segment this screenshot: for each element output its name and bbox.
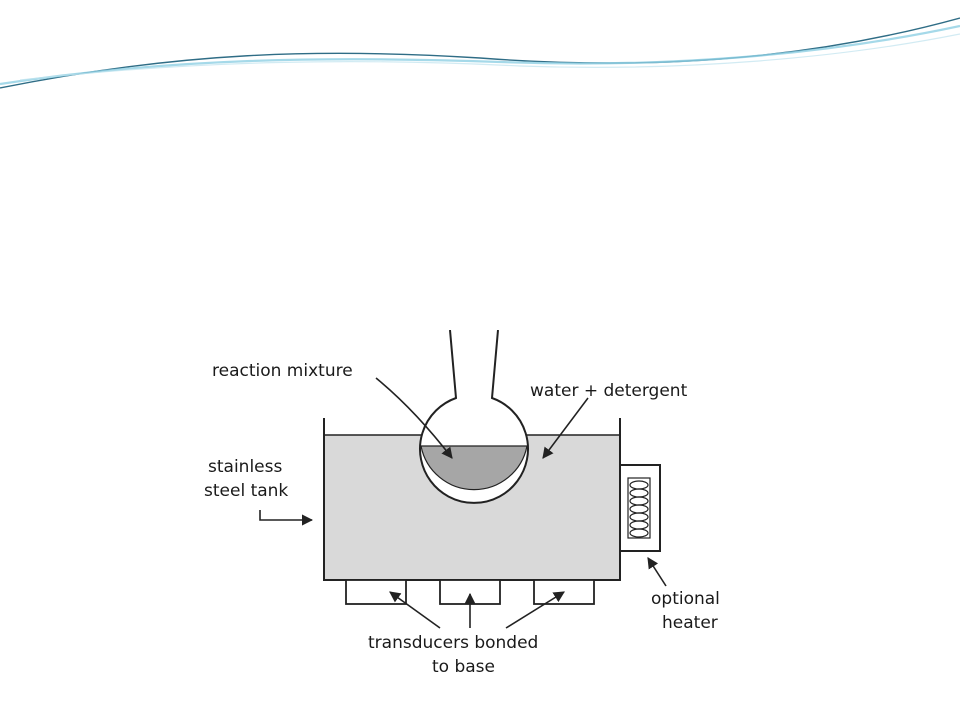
label-transducers-line2: to base xyxy=(432,657,495,677)
label-heater-line2: heater xyxy=(662,613,718,633)
label-heater-line1: optional xyxy=(651,589,720,609)
wave-line-light xyxy=(0,24,960,86)
ultrasonic-bath-diagram: reaction mixture water + detergent stain… xyxy=(204,330,720,677)
arrow-transducer-right xyxy=(505,591,565,629)
heater-coil-icon xyxy=(629,480,649,538)
label-tank-line2: steel tank xyxy=(204,481,288,501)
wave-line-faint xyxy=(19,33,960,81)
arrow-tank xyxy=(259,510,314,526)
heater-coil-frame xyxy=(627,477,651,539)
ultrasonic-bath-figure: reaction mixture water + detergent stain… xyxy=(200,330,736,684)
arrow-water-detergent xyxy=(542,397,589,459)
header-wave-decoration xyxy=(0,17,960,89)
label-tank-line1: stainless xyxy=(208,457,282,477)
label-transducers-line1: transducers bonded xyxy=(368,633,538,653)
label-reaction-mixture: reaction mixture xyxy=(212,361,353,381)
transducer-left xyxy=(345,579,407,605)
label-water-detergent: water + detergent xyxy=(530,381,688,401)
arrow-reaction-mixture xyxy=(375,377,453,459)
arrow-heater xyxy=(647,557,667,587)
arrow-transducer-left xyxy=(389,591,441,629)
wave-line-dark xyxy=(0,17,960,89)
